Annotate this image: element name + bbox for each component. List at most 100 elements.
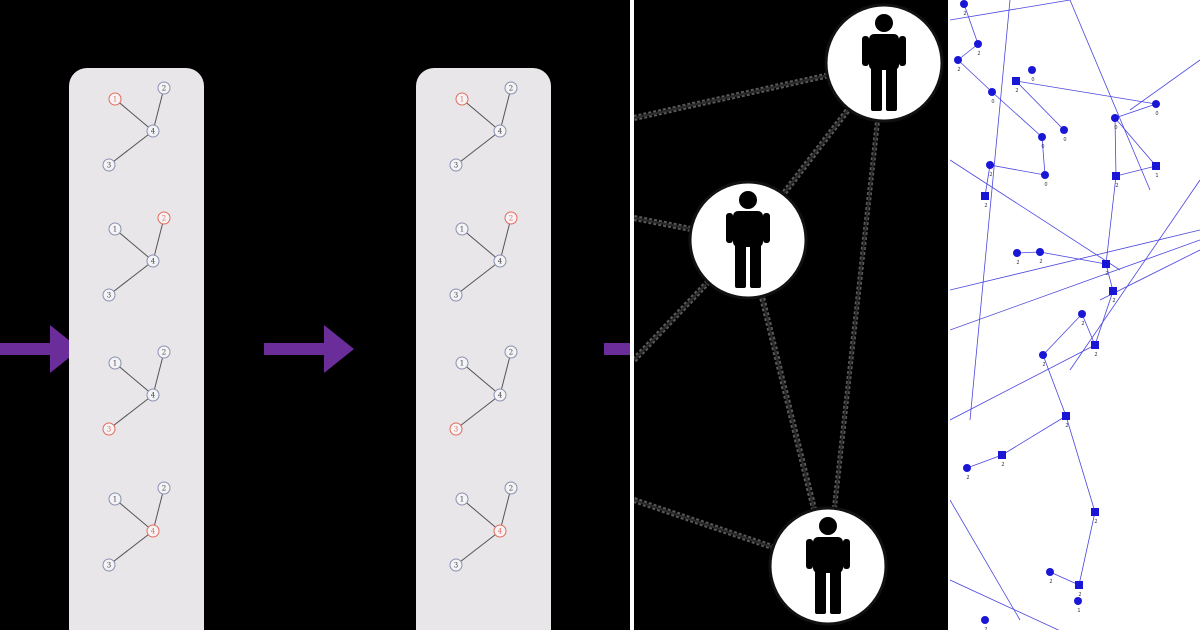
graph-edge xyxy=(455,260,501,296)
network-node: 0 xyxy=(1111,114,1119,131)
panel-divider xyxy=(630,0,634,630)
graph-edge xyxy=(114,228,154,262)
graph-node-label: 2 xyxy=(162,85,166,93)
network-node: 2 xyxy=(1091,508,1099,525)
graph-edge xyxy=(108,260,154,296)
network-edge xyxy=(1069,0,1151,191)
graph-edge xyxy=(461,498,501,532)
graph-node-label: 1 xyxy=(460,496,464,504)
network-node-label: 0 xyxy=(1155,111,1158,117)
network-edge xyxy=(1114,117,1157,167)
network-edge xyxy=(950,159,1121,271)
graph-edge xyxy=(461,98,501,132)
graph-node-label: 2 xyxy=(509,349,513,357)
graph-node-label: 2 xyxy=(509,85,513,93)
graph-node-label: 3 xyxy=(454,162,458,170)
network-node: 2 xyxy=(954,56,962,73)
network-edge xyxy=(1114,103,1157,119)
graph-node-label: 3 xyxy=(107,292,111,300)
graph-node xyxy=(455,492,469,506)
network-node: 2 xyxy=(1036,248,1044,265)
network-edge xyxy=(966,454,1003,469)
graph-edge xyxy=(108,394,154,430)
graph-edge xyxy=(108,130,154,166)
network-node: 2 xyxy=(1091,341,1099,358)
graph-node-label: 3 xyxy=(454,292,458,300)
network-node-label: 2 xyxy=(1016,260,1019,266)
network-edges xyxy=(950,0,1200,630)
graph-edge xyxy=(114,98,154,132)
network-node-label: 2 xyxy=(1065,423,1068,429)
network-edge xyxy=(989,164,1046,176)
network-node: 2 xyxy=(1046,568,1054,585)
network-edge xyxy=(950,239,1200,331)
network-edge xyxy=(950,344,1096,421)
network-node: 2 xyxy=(998,451,1006,468)
network-node: 0 xyxy=(988,88,996,105)
network-node: 0 xyxy=(1060,126,1068,143)
person-bottom xyxy=(768,506,888,626)
graph-node-label: 4 xyxy=(151,528,156,536)
network-node-label: 2 xyxy=(957,67,960,73)
network-node: 2 xyxy=(1102,260,1110,277)
network-node-label: 0 xyxy=(1044,182,1047,188)
graph-node xyxy=(449,422,463,436)
network-node: 2 xyxy=(1075,581,1083,598)
graph-edge xyxy=(114,498,154,532)
network-node-label: 2 xyxy=(1015,88,1018,94)
network-edge xyxy=(1015,80,1157,105)
network-edge xyxy=(1039,251,1107,265)
network-edge xyxy=(957,59,993,93)
network-edge xyxy=(1069,179,1200,371)
graph-node xyxy=(102,558,116,572)
graph-node-label: 2 xyxy=(162,349,166,357)
network-edge xyxy=(1081,313,1096,346)
graph-node-label: 1 xyxy=(113,226,117,234)
graph-node xyxy=(102,158,116,172)
graph-node-label: 1 xyxy=(113,360,117,368)
network-node-label: 1 xyxy=(1155,173,1158,179)
graph-node xyxy=(455,92,469,106)
network-edge xyxy=(957,43,979,61)
network-node-label: 2 xyxy=(1042,362,1045,368)
graph-edge xyxy=(461,362,501,396)
graph-node-label: 2 xyxy=(509,215,513,223)
network-node-label: 2 xyxy=(963,11,966,17)
network-edge xyxy=(984,164,991,197)
graph-edge xyxy=(114,362,154,396)
network-node: 0 xyxy=(1041,171,1049,188)
graph-edge xyxy=(461,228,501,262)
network-node: 2 xyxy=(974,40,982,57)
network-edge xyxy=(1114,117,1117,177)
network-node: 2 xyxy=(1062,412,1070,429)
graph-edge xyxy=(499,217,512,262)
graph-node xyxy=(102,288,116,302)
social-network-diagram xyxy=(634,3,944,626)
graph-node-label: 4 xyxy=(151,392,156,400)
graph-node xyxy=(146,124,160,138)
graph-node xyxy=(108,222,122,236)
graph-node xyxy=(449,288,463,302)
network-edge xyxy=(950,229,1200,291)
network-node: 1 xyxy=(1074,597,1082,614)
graph-node xyxy=(108,356,122,370)
graph-node-label: 2 xyxy=(509,485,513,493)
network-node: 2 xyxy=(981,616,989,630)
network-node-label: 2 xyxy=(989,172,992,178)
graph-node xyxy=(108,92,122,106)
network-edge xyxy=(1078,511,1096,586)
network-edge xyxy=(1094,290,1114,346)
network-node: 2 xyxy=(1012,77,1020,94)
network-edge xyxy=(1115,165,1157,177)
graph-edge xyxy=(455,530,501,566)
graph-node xyxy=(493,254,507,268)
network-node-label: 2 xyxy=(1078,592,1081,598)
network-node-label: 2 xyxy=(1115,183,1118,189)
arrow-right-icon xyxy=(264,325,354,373)
graph-node xyxy=(102,422,116,436)
network-edge xyxy=(950,499,1021,621)
